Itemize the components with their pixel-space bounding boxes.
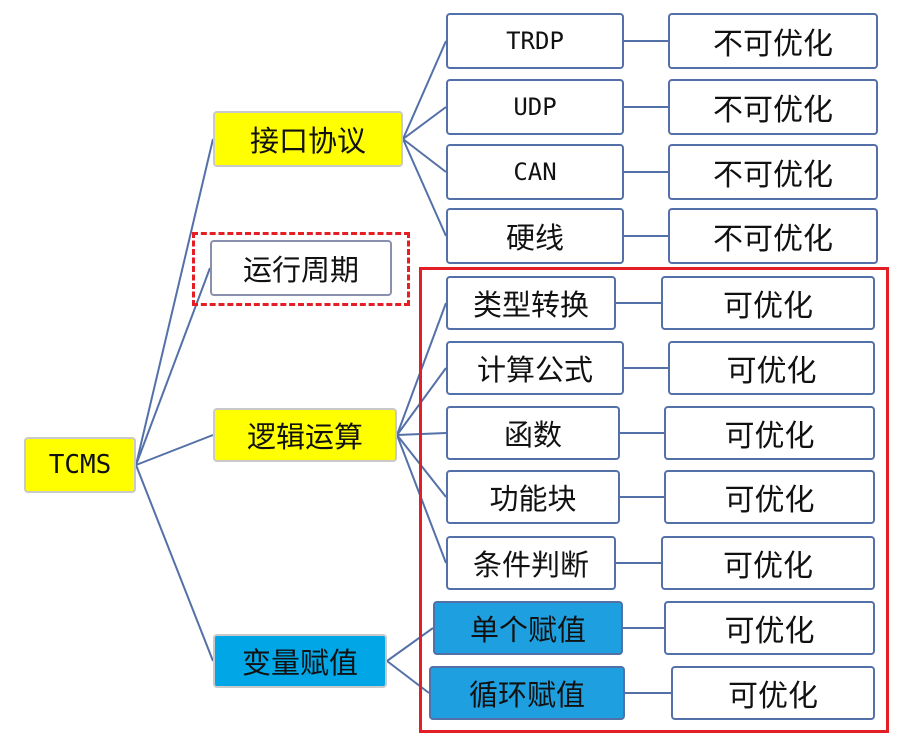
category-variable-assignment: 变量赋值: [213, 634, 387, 688]
connector-cat0-item3: [402, 138, 447, 237]
connector-root-2: [135, 434, 214, 466]
result-formula: 可优化: [668, 341, 875, 395]
root-node: TCMS: [24, 437, 136, 493]
item-loop-assignment: 循环赋值: [429, 666, 625, 720]
category-run-cycle: 运行周期: [210, 240, 392, 296]
item-single-assignment: 单个赋值: [433, 601, 623, 655]
item-udp: UDP: [446, 79, 624, 135]
connector-cat0-item0: [402, 40, 447, 140]
connector-cat2-item0: [386, 627, 434, 662]
result-function: 可优化: [664, 406, 875, 460]
result-trdp: 不可优化: [668, 13, 878, 69]
item-function-block: 功能块: [446, 470, 620, 524]
connector-cat1-item3: [396, 434, 447, 498]
connector-root-1: [135, 267, 211, 466]
result-condition: 可优化: [661, 536, 875, 590]
connector-cat1-item0: [396, 302, 447, 436]
item-formula: 计算公式: [446, 341, 624, 395]
connector-cat1-item4: [396, 434, 447, 564]
item-function: 函数: [446, 406, 620, 460]
result-function-block: 可优化: [664, 470, 875, 524]
category-logic-operation: 逻辑运算: [213, 408, 397, 462]
result-loop-assignment: 可优化: [671, 666, 875, 720]
result-udp: 不可优化: [668, 79, 878, 135]
item-hardwire: 硬线: [446, 208, 624, 264]
result-single-assignment: 可优化: [664, 601, 875, 655]
connector-cat2-item1: [386, 660, 430, 694]
result-type-conversion: 可优化: [661, 276, 875, 330]
item-can: CAN: [446, 144, 624, 200]
connector-root-3: [135, 464, 214, 662]
item-type-conversion: 类型转换: [446, 276, 616, 330]
category-interface-protocol: 接口协议: [213, 111, 403, 167]
connector-cat1-item1: [396, 367, 447, 436]
item-trdp: TRDP: [446, 13, 624, 69]
result-can: 不可优化: [668, 144, 878, 200]
connector-cat0-item2: [402, 138, 447, 173]
result-hardwire: 不可优化: [668, 208, 878, 264]
connector-cat1-item2: [396, 432, 447, 436]
connector-cat0-item1: [402, 106, 447, 140]
connector-root-0: [135, 138, 214, 466]
item-condition: 条件判断: [446, 536, 616, 590]
